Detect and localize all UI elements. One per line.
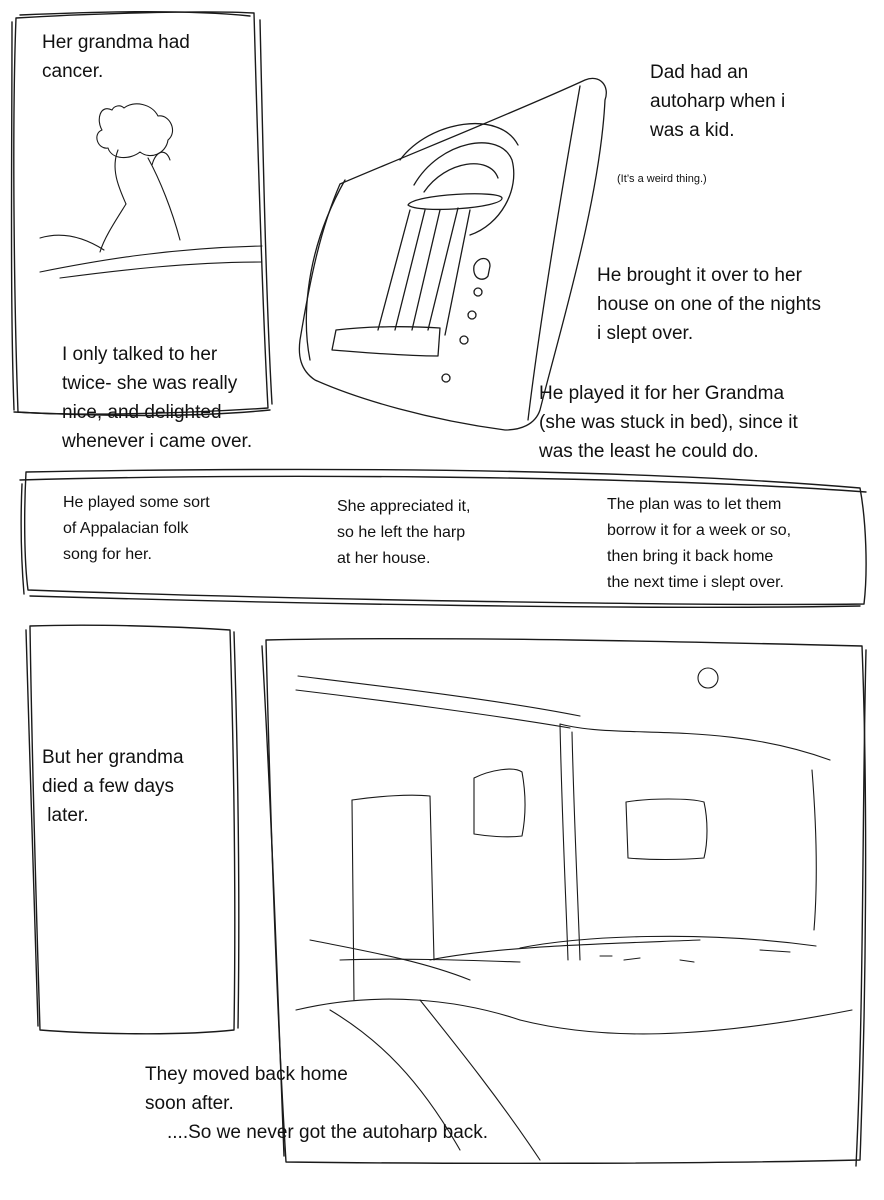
caption-twice: I only talked to her twice- she was real…	[62, 344, 253, 452]
panel-room-frame	[261, 637, 867, 1167]
caption-cancer: Her grandma had cancer.	[42, 32, 190, 82]
panel-narrow-frame	[25, 624, 240, 1035]
caption-dad-autoharp: Dad had an autoharp when i was a kid.	[650, 62, 786, 141]
caption-folk-song: He played some sort of Appalacian folk s…	[63, 494, 210, 563]
caption-plan: The plan was to let them borrow it for a…	[607, 496, 792, 591]
caption-died: But her grandma died a few days later.	[42, 747, 184, 826]
room-interior-lines	[295, 667, 853, 1161]
grandma-figure	[39, 103, 263, 279]
caption-never-got-back: ....So we never got the autoharp back.	[167, 1122, 489, 1143]
caption-appreciated: She appreciated it, so he left the harp …	[337, 498, 471, 567]
caption-moved-back: They moved back home soon after.	[145, 1064, 348, 1114]
autoharp-drawing	[298, 77, 607, 431]
panel-grandma-frame	[10, 11, 273, 417]
panel-wide-frame	[19, 468, 867, 608]
caption-brought-over: He brought it over to her house on one o…	[597, 265, 821, 344]
caption-weird-thing: (It’s a weird thing.)	[617, 173, 707, 185]
caption-played-for-grandma: He played it for her Grandma (she was st…	[539, 383, 798, 462]
